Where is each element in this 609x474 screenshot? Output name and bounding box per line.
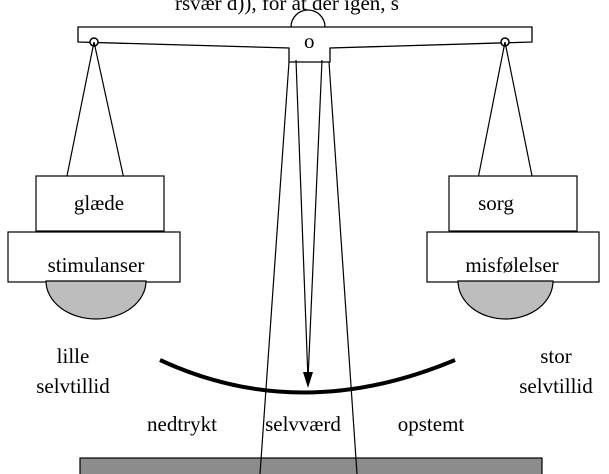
pointer-line-right — [307, 59, 323, 381]
scale-beam — [77, 26, 533, 63]
right-lower-box-label: misfølelser — [465, 253, 558, 277]
right-lower-box — [426, 231, 600, 283]
pivot-dome — [290, 9, 326, 28]
left-upper-box-label: glæde — [74, 191, 124, 215]
right-upper-box-label: sorg — [478, 191, 514, 215]
top-caption-fragment: rsvær d)), for at der igen, s — [175, 0, 399, 15]
label-opstemt: opstemt — [398, 412, 465, 436]
left-upper-box — [35, 175, 165, 232]
pivot-label: o — [304, 29, 315, 53]
left-side-label-line2: selvtillid — [36, 374, 110, 398]
right-side-label-line2: selvtillid — [519, 374, 593, 398]
right-upper-box — [448, 175, 578, 232]
left-lower-box-label: stimulanser — [48, 253, 145, 277]
right-side-label-line1: stor — [540, 344, 572, 368]
stand-leg-right — [328, 61, 358, 474]
stand-leg-left — [259, 61, 290, 474]
label-selvvaerd: selvværd — [265, 412, 341, 436]
label-nedtrykt: nedtrykt — [147, 412, 217, 436]
pointer-arrowhead — [303, 372, 313, 388]
pointer-line-left — [295, 59, 309, 381]
left-side-label-line1: lille — [57, 344, 90, 368]
scale-arc — [159, 358, 456, 395]
left-pan-bowl — [45, 280, 147, 320]
right-pan-bowl — [457, 280, 554, 320]
scale-base — [79, 457, 543, 474]
